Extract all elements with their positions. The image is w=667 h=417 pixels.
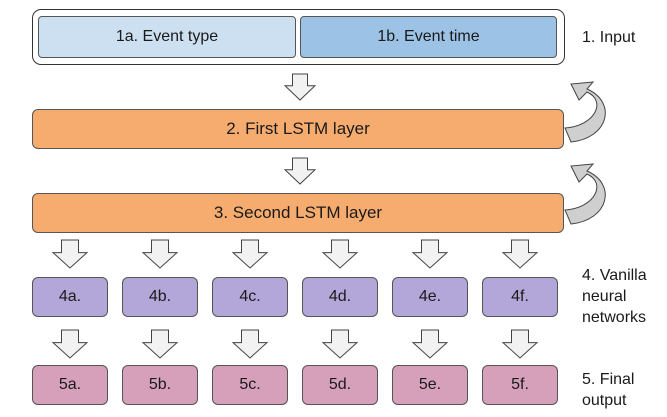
vanilla-nn-box: 4c. [212, 277, 288, 317]
vanilla-nn-box: 4a. [32, 277, 108, 317]
down-arrow-icon [231, 329, 269, 359]
event-time-label: 1b. Event time [377, 28, 480, 45]
event-type-label: 1a. Event type [115, 28, 219, 45]
down-arrow-icon [51, 329, 89, 359]
down-arrow-icon [411, 329, 449, 359]
vanilla-nn-box: 4b. [122, 277, 198, 317]
down-arrow-icon [141, 329, 179, 359]
down-arrow-icon [51, 239, 89, 269]
final-output-label: 5b. [148, 376, 172, 393]
vanilla-nn-box: 4d. [302, 277, 378, 317]
vanilla-nn-label: 4b. [148, 288, 172, 305]
down-arrow-icon [283, 157, 317, 185]
vanilla-nn-label: 4d. [328, 288, 352, 305]
vanilla-nn-label: 4e. [418, 288, 442, 305]
down-arrow-icon [283, 73, 317, 101]
vanilla-nn-box: 4f. [482, 277, 558, 317]
vanilla-nn-label: 4c. [239, 288, 261, 305]
final-output-label: 5e. [418, 376, 442, 393]
recurrent-loop-arrow-icon [564, 163, 606, 225]
final-output-box: 5c. [212, 365, 288, 405]
down-arrow-icon [411, 239, 449, 269]
final-output-box: 5e. [392, 365, 468, 405]
down-arrow-icon [231, 239, 269, 269]
first-lstm-label: 2. First LSTM layer [226, 119, 370, 138]
second-lstm-label: 3. Second LSTM layer [213, 203, 383, 222]
down-arrow-icon [321, 239, 359, 269]
event-type-box: 1a. Event type [38, 16, 296, 58]
vanilla-nn-box: 4e. [392, 277, 468, 317]
first-lstm-layer: 2. First LSTM layer [32, 109, 564, 149]
final-output-label: 5d. [328, 376, 352, 393]
recurrent-loop-arrow-icon [564, 81, 606, 143]
vanilla-side-label: 4. Vanilla neural networks [582, 267, 647, 326]
final-output-box: 5d. [302, 365, 378, 405]
final-output-label: 5a. [58, 376, 82, 393]
vanilla-nn-label: 4a. [58, 288, 82, 305]
down-arrow-icon [501, 239, 539, 269]
down-arrow-icon [321, 329, 359, 359]
final-side-label: 5. Final output [582, 371, 635, 409]
second-lstm-layer: 3. Second LSTM layer [32, 193, 564, 233]
vanilla-nn-label: 4f. [511, 288, 529, 305]
event-time-box: 1b. Event time [300, 16, 557, 58]
final-output-box: 5b. [122, 365, 198, 405]
final-output-label: 5c. [239, 376, 261, 393]
down-arrow-icon [501, 329, 539, 359]
final-output-box: 5f. [482, 365, 558, 405]
final-output-box: 5a. [32, 365, 108, 405]
final-output-label: 5f. [511, 376, 529, 393]
input-side-label: 1. Input [582, 29, 636, 46]
down-arrow-icon [141, 239, 179, 269]
